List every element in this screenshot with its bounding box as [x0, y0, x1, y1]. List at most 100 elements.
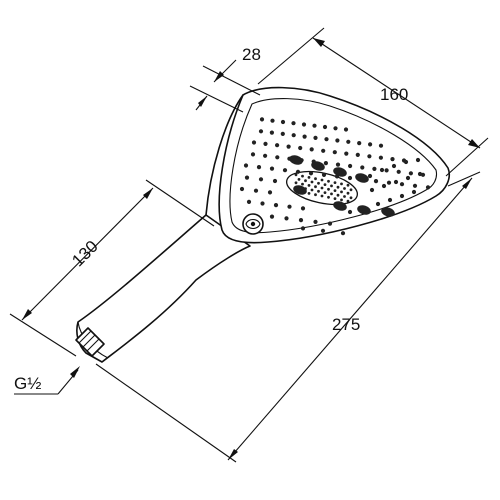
spray-nozzle-dot [256, 165, 262, 170]
spray-nozzle-dot [324, 137, 329, 142]
spray-jet [333, 201, 347, 211]
center-spray-dot [327, 195, 330, 199]
center-spray-dot [343, 195, 346, 198]
spray-nozzle-dot [286, 144, 291, 149]
center-spray-dot [314, 193, 317, 197]
center-spray-dot [317, 189, 320, 193]
spray-nozzle-dot [378, 143, 384, 148]
thread-connector [75, 327, 105, 357]
center-spray-dot [346, 191, 350, 195]
center-spray-dot [320, 194, 324, 198]
spray-nozzle-dot [251, 140, 257, 145]
center-spray-dot [314, 177, 317, 181]
dimension-thickness-label: 28 [242, 45, 261, 64]
spray-nozzle-dot [295, 169, 301, 174]
spray-nozzle-dot [280, 119, 286, 125]
spray-nozzle-dot [291, 133, 296, 138]
spray-nozzle-dot [300, 206, 306, 211]
center-spray-dot [333, 181, 337, 185]
center-spray-dot [294, 189, 298, 193]
spray-nozzle-dot [313, 135, 318, 140]
spray-nozzle-dot [282, 168, 288, 173]
spray-nozzle-dot [312, 123, 317, 128]
spray-nozzle-dot [301, 122, 307, 127]
spray-nozzle-dot [399, 182, 405, 187]
dimension-overall-length: 275 [95, 171, 481, 463]
spray-nozzle-dot [386, 180, 392, 185]
spray-nozzles [239, 117, 431, 236]
spray-nozzle-dot [298, 218, 304, 223]
mode-selector-knob [242, 213, 264, 235]
center-spray-dot [320, 186, 324, 190]
spray-nozzle-dot [243, 163, 249, 168]
spray-nozzle-dot [391, 163, 397, 169]
spray-nozzle-dot [405, 175, 411, 181]
spray-nozzle-dot [343, 127, 349, 132]
spray-nozzle-dot [327, 221, 333, 226]
spray-jet [357, 205, 371, 215]
center-spray-dot [340, 182, 343, 186]
spray-nozzle-dot [309, 147, 314, 152]
center-spray-dot [327, 179, 330, 183]
center-spray-dot [310, 188, 314, 192]
spray-nozzle-dot [368, 142, 373, 147]
center-spray-dot [330, 184, 333, 188]
spray-nozzle-dot [387, 197, 393, 203]
center-spray-dot [320, 178, 324, 182]
center-spray-dot [333, 189, 337, 193]
spray-nozzle-dot [347, 175, 353, 181]
spray-jet [333, 167, 347, 177]
spray-nozzle-dot [308, 171, 314, 176]
center-spray-dot [304, 187, 307, 191]
spray-nozzle-dot [373, 179, 379, 184]
spray-nozzle-dot [333, 126, 338, 131]
spray-nozzle-dot [269, 166, 275, 171]
shower-face-rim [229, 98, 438, 234]
spray-jet [355, 173, 369, 183]
spray-nozzle-dot [300, 226, 306, 231]
spray-nozzle-dot [372, 166, 377, 171]
spray-nozzle-dot [291, 121, 296, 126]
spray-nozzle-dot [355, 152, 360, 157]
center-spray-dot [323, 183, 327, 187]
spray-nozzle-dot [378, 155, 383, 160]
center-spray-dot [307, 184, 311, 187]
spray-nozzle-dot [287, 204, 292, 209]
spray-nozzle-dot [269, 214, 275, 219]
spray-nozzle-dot [411, 189, 417, 195]
spray-nozzle-dot [239, 186, 245, 192]
center-spray-dot [304, 179, 307, 183]
spray-nozzle-dot [415, 157, 421, 163]
spray-nozzle-dot [367, 173, 373, 179]
spray-nozzle-dot [348, 163, 353, 169]
spray-nozzle-dot [275, 155, 280, 160]
center-spray-dot [323, 191, 327, 195]
thread-label: G½ [14, 374, 41, 393]
spray-nozzle-dot [253, 188, 259, 193]
center-spray-dot [330, 192, 333, 196]
center-spray-dot [301, 174, 304, 178]
center-spray-dot [336, 193, 340, 197]
spray-nozzle-dot [381, 183, 387, 189]
spray-nozzle-dot [399, 193, 405, 199]
center-spray-dot [314, 185, 317, 189]
dimension-thickness: 28 [189, 45, 261, 113]
dimension-head-width-label: 160 [380, 85, 408, 104]
spray-nozzle-dot [340, 231, 346, 236]
spray-nozzle-dot [379, 167, 385, 173]
spray-nozzle-dot [258, 177, 264, 182]
center-spray-dot [294, 173, 298, 177]
center-spray-dot [301, 182, 304, 186]
spray-nozzle-dot [396, 169, 401, 174]
center-spray-dot [346, 183, 350, 187]
spray-nozzle-dot [322, 124, 328, 130]
center-spray-dot [327, 187, 330, 191]
spray-nozzle-dot [417, 171, 423, 177]
spray-nozzle-dot [259, 117, 265, 122]
spray-nozzle-dot [273, 203, 279, 208]
spray-nozzle-dot [390, 157, 395, 162]
spray-nozzle-dot [280, 131, 285, 136]
center-spray-dot [297, 178, 301, 181]
center-spray-dot [333, 197, 337, 201]
